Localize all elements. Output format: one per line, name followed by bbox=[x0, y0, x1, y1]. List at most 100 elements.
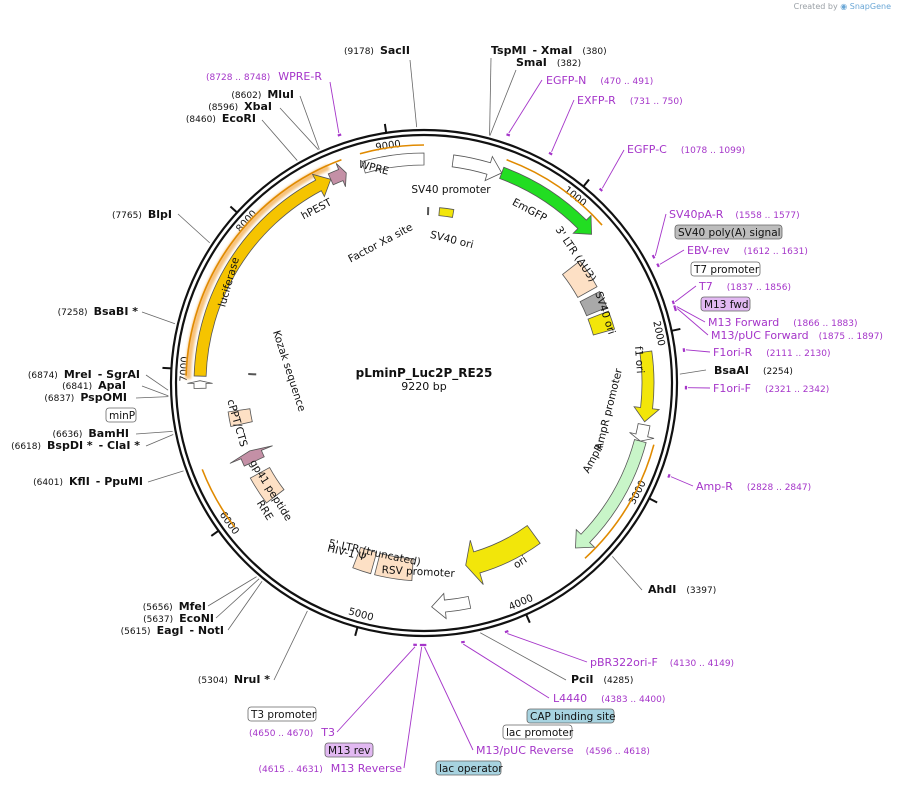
primer-binding-mark bbox=[337, 133, 342, 137]
site-econi: (5637)EcoNI bbox=[143, 612, 214, 625]
primer-leader-line bbox=[659, 249, 685, 265]
feature-sv40-promoter bbox=[451, 154, 503, 182]
site-pcii: PciI(4285) bbox=[571, 673, 633, 686]
svg-text:SV40 poly(A) signal: SV40 poly(A) signal bbox=[678, 227, 781, 239]
box-t7-promoter: T7 promoter bbox=[690, 261, 761, 277]
orf-indicator-arc bbox=[185, 159, 342, 376]
svg-text:CAP binding site: CAP binding site bbox=[530, 711, 616, 723]
site-leader-line bbox=[273, 610, 308, 681]
site-ahdi: AhdI(3397) bbox=[648, 583, 716, 596]
primer-pbr322ori-f: pBR322ori-F(4130 .. 4149) bbox=[590, 656, 734, 669]
box-cap-binding-site: CAP binding site bbox=[526, 708, 616, 724]
box-sv40-polya: SV40 poly(A) signal bbox=[674, 224, 783, 240]
ring-tick-label: 2000 bbox=[650, 320, 666, 347]
primer-leader-line bbox=[463, 643, 550, 699]
site-leader-line bbox=[299, 95, 320, 150]
primer-leader-line bbox=[508, 79, 543, 134]
primer-binding-mark bbox=[656, 263, 660, 268]
orf-indicator-arc bbox=[201, 469, 236, 528]
primer-binding-mark bbox=[548, 151, 553, 156]
box-lac-promoter: lac promoter bbox=[502, 724, 574, 740]
feature-hiv-1 bbox=[374, 552, 414, 582]
box-lac-operator: lac operator bbox=[435, 760, 503, 776]
primer-binding-mark bbox=[506, 133, 511, 137]
primer-wpre-r: (8728 .. 8748)WPRE-R bbox=[206, 70, 322, 83]
svg-text:T3 promoter: T3 promoter bbox=[250, 709, 317, 721]
site-leader-line bbox=[261, 119, 298, 161]
site-xbai: (8596)XbaI bbox=[208, 100, 272, 113]
watermark-prefix: Created by bbox=[793, 2, 838, 11]
primer-m13-puc-forward: M13/pUC Forward(1875 .. 1897) bbox=[711, 329, 883, 342]
feature-emgfp bbox=[499, 166, 592, 235]
ring-tick bbox=[210, 529, 220, 537]
feature-sv40-poly-a-signal bbox=[579, 290, 608, 317]
feature-ori bbox=[465, 524, 541, 585]
svg-text:M13 fwd: M13 fwd bbox=[704, 299, 749, 311]
primer-leader-line bbox=[424, 646, 474, 751]
site-leader-line bbox=[612, 556, 643, 591]
feature-cppt-cts bbox=[227, 408, 253, 427]
site-ecori: (8460)EcoRI bbox=[186, 112, 256, 125]
site-bamhi: (6636)BamHI bbox=[52, 427, 129, 440]
primer-binding-mark bbox=[504, 630, 509, 634]
site-leader-line bbox=[489, 69, 517, 136]
orf-indicator-arc bbox=[359, 144, 425, 155]
ring-tick bbox=[229, 205, 238, 214]
primer-leader-line bbox=[677, 308, 709, 336]
site-leader-line bbox=[227, 581, 263, 631]
feature-f1-ori bbox=[633, 350, 661, 423]
site-leader-line bbox=[145, 374, 169, 391]
primer-binding-mark bbox=[461, 640, 465, 644]
ring-tick bbox=[671, 327, 681, 332]
feature-label-sv40-promoter: SV40 promoter bbox=[411, 184, 491, 196]
boxed-feature-labels: SV40 poly(A) signal T7 promoter M13 fwd … bbox=[105, 224, 783, 776]
box-m13-fwd: M13 fwd bbox=[700, 296, 751, 312]
svg-text:lac promoter: lac promoter bbox=[506, 727, 574, 739]
primer-binding-mark bbox=[673, 307, 677, 312]
primer-sv40pa-r: SV40pA-R(1558 .. 1577) bbox=[669, 208, 800, 221]
feature-label-factor-xa: Factor Xa site bbox=[346, 221, 415, 265]
ring-tick bbox=[354, 626, 359, 637]
site-bspdi-clai: (6618)BspDI *- ClaI * bbox=[11, 439, 140, 452]
site-bsabi: (7258)BsaBI * bbox=[58, 305, 139, 318]
primer-binding-mark bbox=[671, 300, 675, 305]
primer-f1ori-f: F1ori-F(2321 .. 2342) bbox=[713, 382, 829, 395]
feature-rsv-promoter bbox=[431, 592, 472, 620]
feature-label-f1-ori: f1 ori bbox=[632, 346, 646, 374]
primer-leader-line bbox=[674, 285, 697, 303]
site-leader-line bbox=[147, 470, 184, 483]
orf-indicator-arc bbox=[506, 159, 603, 226]
backbone bbox=[169, 128, 679, 638]
feature-gp41-peptide bbox=[229, 445, 273, 467]
feature-sv40-ori bbox=[438, 207, 455, 218]
feature-wpre bbox=[361, 152, 425, 174]
site-kfli-ppumi: (6401)KflI- PpuMI bbox=[33, 475, 143, 488]
site-leader-line bbox=[141, 311, 176, 325]
backbone-outer-strand bbox=[169, 128, 679, 638]
feature-5-ltr-truncated bbox=[352, 546, 378, 575]
primer-leader-line bbox=[654, 213, 667, 256]
snapgene-watermark: Created by ◉ SnapGene bbox=[794, 2, 891, 11]
ring-tick-label: 9000 bbox=[375, 139, 402, 154]
svg-text:M13 rev: M13 rev bbox=[328, 745, 371, 757]
feature-label-kozak: Kozak sequence bbox=[270, 329, 308, 413]
primer-leader-line bbox=[601, 149, 625, 189]
feature-hpest bbox=[327, 163, 347, 187]
primer-l4440: L4440(4383 .. 4400) bbox=[553, 692, 665, 705]
ring-tick bbox=[525, 614, 531, 624]
site-leader-lines bbox=[135, 57, 707, 681]
primer-binding-mark bbox=[667, 473, 671, 478]
primer-leader-line bbox=[676, 306, 706, 323]
site-tspmi-xmai: TspMI- XmaI(380) bbox=[491, 44, 607, 57]
site-blpi: (7765)BlpI bbox=[112, 208, 172, 221]
site-leader-line bbox=[480, 632, 567, 681]
site-eagi-noti: (5615)EagI- NotI bbox=[121, 624, 224, 637]
site-leader-line bbox=[409, 59, 418, 128]
primer-leader-line bbox=[336, 646, 416, 733]
primer-m13-puc-reverse: M13/pUC Reverse(4596 .. 4618) bbox=[476, 744, 650, 757]
orf-indicator-arc bbox=[584, 444, 655, 559]
svg-text:lac operator: lac operator bbox=[439, 763, 503, 775]
ring-tick bbox=[162, 366, 172, 370]
primer-m13-reverse: (4615 .. 4631)M13 Reverse bbox=[259, 762, 403, 775]
site-smai: SmaI(382) bbox=[516, 56, 581, 69]
